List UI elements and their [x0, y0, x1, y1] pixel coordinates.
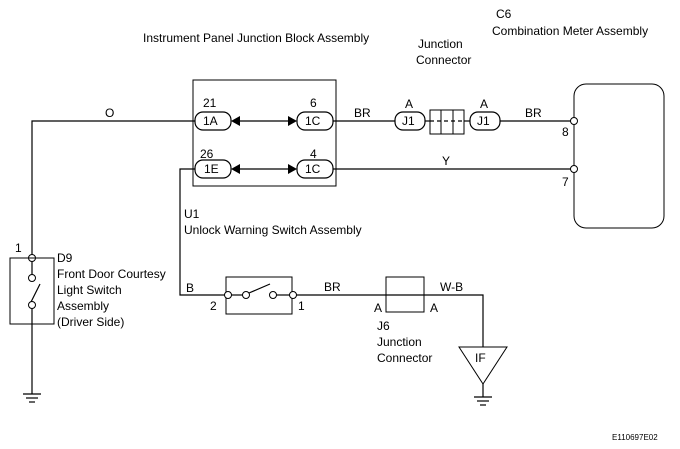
wire-o-label: O	[105, 106, 114, 120]
ipjb-title: Instrument Panel Junction Block Assembly	[143, 31, 369, 45]
d9-contact-top	[28, 274, 36, 282]
jc-top-label-line2: Connector	[416, 53, 471, 67]
u1-pin-1: 1	[298, 299, 305, 313]
link-bottom-right-arrow	[288, 164, 297, 174]
j6-label-line2: Connector	[377, 351, 432, 365]
wire-b-label: B	[186, 281, 194, 295]
d9-switch-blade	[30, 283, 41, 303]
u1-pin-2: 2	[210, 299, 217, 313]
connector-1e-label: 1E	[204, 162, 219, 176]
jc-top-label-line1: Junction	[418, 37, 463, 51]
pin-j1-left-a: A	[405, 97, 413, 111]
j6-code: J6	[377, 319, 390, 333]
wire-y-label: Y	[442, 154, 450, 168]
pin-4: 4	[310, 147, 317, 161]
d9-label-line1: Front Door Courtesy	[57, 267, 166, 281]
c6-code: C6	[496, 7, 512, 21]
connector-j1-left-label: J1	[402, 114, 415, 128]
junction-connector-body	[429, 109, 465, 135]
ground-if-triangle	[458, 346, 508, 385]
d9-label-line4: (Driver Side)	[57, 315, 124, 329]
figure-id: E110697E02	[612, 433, 658, 442]
d9-code: D9	[57, 251, 73, 265]
link-top-left-arrow	[231, 116, 240, 126]
pin-j1-right-a: A	[480, 97, 488, 111]
pin-8: 8	[562, 125, 569, 139]
ipjb-box	[192, 79, 337, 187]
pin-j6-right-a: A	[430, 301, 438, 315]
combination-meter-box	[573, 83, 665, 229]
c6-title: Combination Meter Assembly	[492, 24, 648, 38]
wire-br-top-right-label: BR	[525, 106, 542, 120]
wire-br-top-left-label: BR	[354, 106, 371, 120]
u1-pin1-terminal	[289, 291, 297, 299]
connector-1a-label: 1A	[203, 114, 218, 128]
u1-contact-right	[269, 291, 277, 299]
connector-1c-bottom-label: 1C	[305, 162, 321, 176]
d9-contact-bottom	[28, 301, 36, 309]
u1-pin2-terminal	[224, 291, 232, 299]
wire-o	[31, 120, 195, 255]
pin-26: 26	[200, 147, 214, 161]
d9-label-line2: Light Switch	[57, 283, 122, 297]
wire-br-bottom-label: BR	[324, 280, 341, 294]
wire-w-b	[424, 294, 484, 347]
wire-w-b-label: W-B	[440, 280, 463, 294]
ground-if-label: IF	[475, 351, 486, 365]
d9-pin-1: 1	[15, 241, 22, 255]
pin-21: 21	[203, 96, 217, 110]
pin-8-terminal	[570, 117, 578, 125]
connector-j1-right-label: J1	[477, 114, 490, 128]
u1-code: U1	[184, 207, 200, 221]
d9-label-line3: Assembly	[57, 299, 109, 313]
pin-7: 7	[562, 175, 569, 189]
u1-switch-blade	[248, 283, 271, 294]
wire-b	[179, 168, 220, 296]
connector-1c-top-label: 1C	[305, 114, 321, 128]
pin-6: 6	[310, 96, 317, 110]
link-bottom-left-arrow	[231, 164, 240, 174]
pin-7-terminal	[570, 165, 578, 173]
u1-title: Unlock Warning Switch Assembly	[184, 223, 362, 237]
u1-contact-left	[242, 291, 250, 299]
pin-j6-left-a: A	[374, 301, 382, 315]
j6-label-line1: Junction	[377, 335, 422, 349]
link-top-right-arrow	[288, 116, 297, 126]
